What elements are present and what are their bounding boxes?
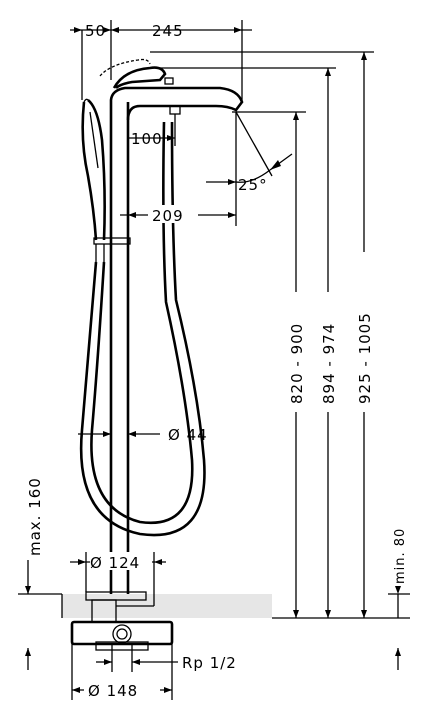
dim-top: 50 245 [70,20,252,102]
dim-min-depth: min. 80 [388,528,410,618]
dim-body-diameter: Ø 44 [78,426,208,444]
dim-height-lever: 894 - 974 [320,323,338,404]
dim-spout-reach: 245 [152,22,184,40]
dim-body-to-spout-label: 209 [152,207,184,225]
mounting-base [70,591,174,651]
dim-hose-offset-label: 100 [131,130,163,148]
hand-shower [81,98,131,262]
dim-hose-offset: 100 [128,122,176,148]
dim-flange-diameter-label: Ø 148 [88,682,138,700]
dim-heights: 820 - 900 894 - 974 925 - 1005 [150,51,374,618]
floor-slab [62,594,272,618]
dim-top-offset: 50 [85,22,106,40]
dim-connection-label: Rp 1/2 [182,654,237,672]
dim-height-spout: 820 - 900 [288,323,306,404]
dim-body-to-spout: 209 [120,205,236,225]
dim-min-depth-label: min. 80 [393,528,408,584]
dim-base-diameter: Ø 124 [70,552,166,598]
dim-floor-marks [25,648,401,670]
dim-body-diameter-label: Ø 44 [168,426,208,444]
dim-max-depth-label: max. 160 [26,477,44,556]
dim-height-total: 925 - 1005 [356,312,374,404]
dim-angle: 25° [206,111,293,226]
dim-angle-label: 25° [238,176,268,194]
dim-flange-diameter: Ø 148 [71,644,173,700]
dim-connection: Rp 1/2 [96,644,237,672]
dim-max-depth: max. 160 [25,477,44,594]
dim-base-diameter-label: Ø 124 [90,554,140,572]
shower-hose [79,121,206,537]
